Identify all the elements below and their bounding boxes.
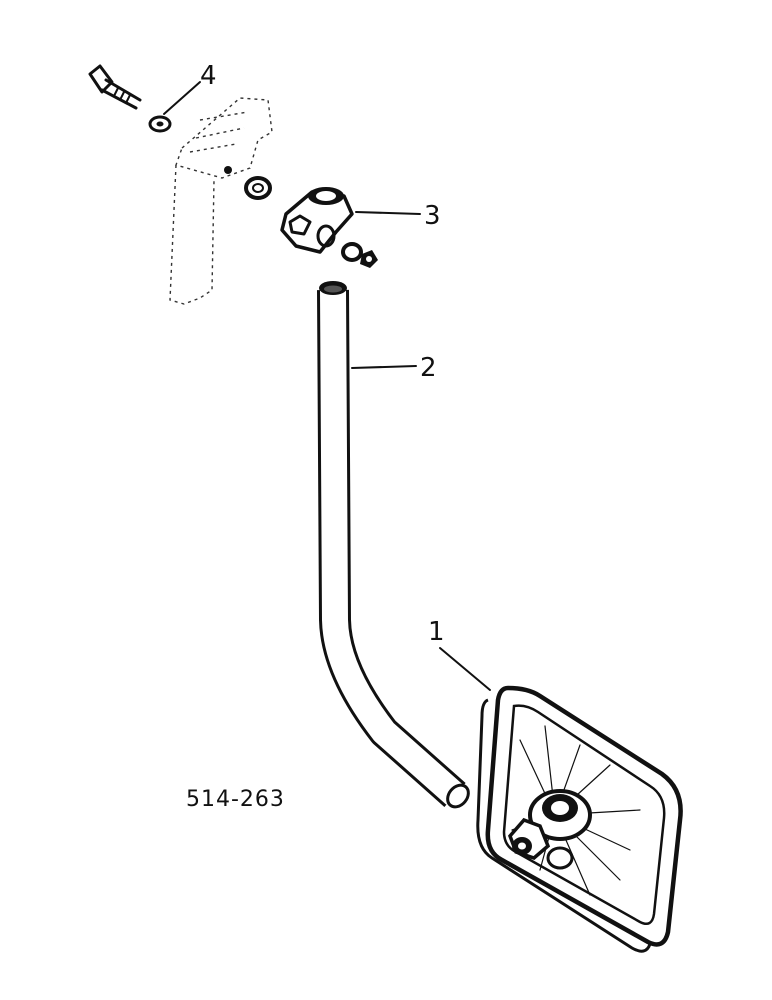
leader-3	[355, 211, 421, 215]
bolt-washer	[88, 64, 172, 133]
leader-2	[351, 365, 417, 369]
mirror-arm	[317, 281, 470, 809]
mirror-head	[476, 685, 683, 953]
leader-1	[439, 647, 491, 691]
figure-number: 514-263	[186, 787, 285, 812]
spacer-ring	[244, 176, 272, 200]
leader-4	[163, 81, 201, 115]
mounting-panel	[169, 97, 273, 305]
callout-1: 1	[428, 617, 445, 647]
callout-3: 3	[424, 201, 441, 231]
callout-4: 4	[200, 61, 217, 91]
clamp-bracket	[280, 187, 378, 268]
leader-lines	[163, 81, 491, 691]
callout-2: 2	[420, 353, 437, 383]
